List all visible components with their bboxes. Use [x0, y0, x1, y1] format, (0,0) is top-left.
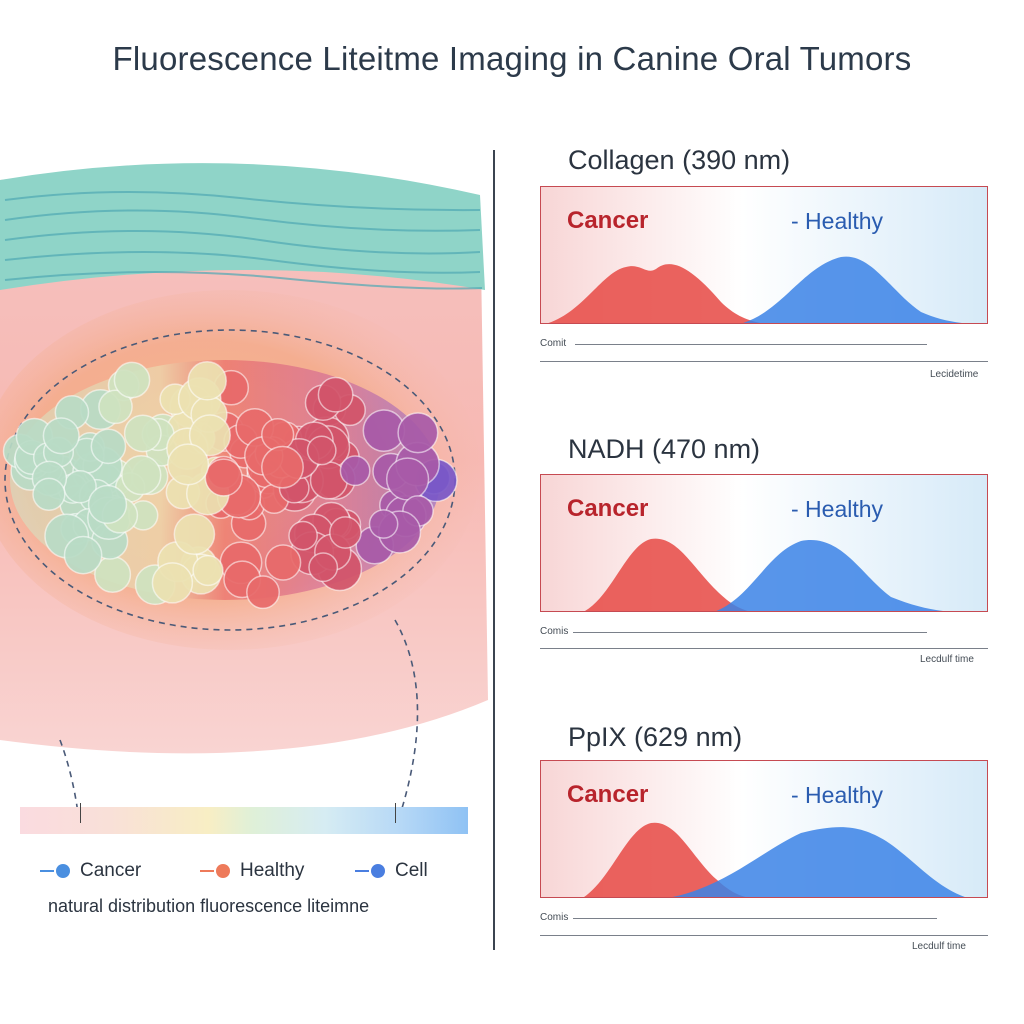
- cell: [173, 513, 216, 556]
- legend-caption: natural distribution fluorescence liteim…: [48, 896, 370, 916]
- cancer-curve: [584, 538, 749, 611]
- cancer-label: Cancer: [567, 781, 649, 808]
- axis-line: [575, 344, 927, 345]
- tissue-illustration: [0, 163, 488, 830]
- cell: [42, 417, 80, 455]
- cancer-curve: [583, 822, 746, 897]
- y-axis-label: Comis: [540, 626, 569, 637]
- panel-title-collagen: Collagen (390 nm): [568, 145, 791, 175]
- cell-cluster: [2, 361, 458, 610]
- panel-title-nadh: NADH (470 nm): [568, 434, 761, 464]
- cell: [121, 454, 162, 496]
- cancer-curve: [547, 264, 761, 323]
- healthy-label: - Healthy: [791, 208, 884, 234]
- cell: [188, 414, 231, 457]
- cell: [63, 535, 103, 575]
- x-axis-label: Lecidetime: [930, 369, 979, 380]
- axis-line: [540, 361, 988, 362]
- plot-ppix: Cancer - Healthy: [540, 760, 988, 898]
- cell: [87, 484, 128, 525]
- healthy-curve: [715, 540, 944, 611]
- cell: [306, 435, 337, 466]
- scale-tick: [395, 803, 396, 823]
- cell: [368, 509, 399, 539]
- cancer-label: Cancer: [567, 207, 649, 234]
- healthy-curve: [742, 256, 963, 323]
- cell: [113, 361, 151, 399]
- cell: [261, 417, 295, 452]
- cell: [187, 361, 227, 401]
- cancer-dot-icon: [56, 863, 70, 878]
- healthy-dot-icon: [216, 863, 230, 878]
- x-axis-label: Lecdulf time: [912, 941, 966, 952]
- legend-item-cancer: Cancer: [40, 860, 141, 882]
- scale-tick: [80, 803, 81, 823]
- cell: [339, 455, 371, 487]
- cell: [288, 520, 318, 551]
- cell: [98, 389, 133, 425]
- cell: [123, 414, 162, 453]
- cell: [329, 516, 362, 549]
- axis-line: [573, 918, 937, 919]
- vertical-divider: [493, 150, 495, 950]
- axis-line: [540, 648, 988, 649]
- cell: [204, 458, 243, 497]
- plot-nadh: Cancer - Healthy: [540, 474, 988, 612]
- healthy-curve: [672, 827, 966, 897]
- axis-line: [540, 935, 988, 936]
- page-title: Fluorescence Liteitme Imaging in Canine …: [112, 40, 912, 77]
- cell-dot-icon: [371, 863, 385, 878]
- healthy-label: - Healthy: [791, 782, 884, 808]
- x-axis-label: Lecdulf time: [920, 654, 974, 665]
- cell: [192, 554, 224, 587]
- cell: [261, 445, 304, 489]
- y-axis-label: Comit: [540, 338, 567, 349]
- cell: [385, 457, 430, 501]
- cell: [264, 544, 302, 581]
- cell: [397, 412, 439, 454]
- cell: [308, 552, 339, 583]
- axis-line: [573, 632, 927, 633]
- legend-item-healthy: Healthy: [200, 860, 304, 882]
- healthy-label: - Healthy: [791, 496, 884, 522]
- epithelium-layer: [0, 163, 485, 290]
- plot-collagen: Cancer - Healthy: [540, 186, 988, 324]
- cell: [32, 477, 66, 511]
- cell: [246, 575, 280, 610]
- panel-title-ppix: PpIX (629 nm): [568, 722, 743, 752]
- color-scale-bar: [20, 807, 468, 834]
- legend-item-cell: Cell: [355, 860, 428, 882]
- cell: [151, 562, 194, 604]
- cell: [317, 376, 354, 413]
- y-axis-label: Comis: [540, 912, 569, 923]
- cancer-label: Cancer: [567, 495, 649, 522]
- cell: [90, 428, 127, 465]
- cell: [167, 443, 210, 486]
